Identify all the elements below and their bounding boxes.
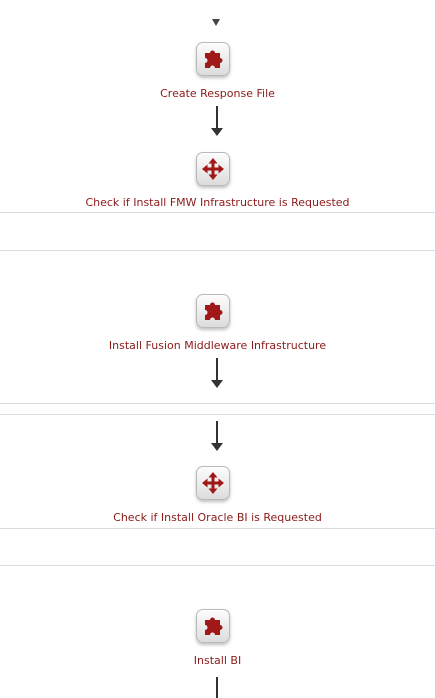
- puzzle-icon: [205, 50, 223, 68]
- flow-arrow-icon: [211, 421, 223, 451]
- flow-arrow-icon: [211, 358, 223, 388]
- section-divider: [0, 414, 435, 415]
- incoming-connector-icon: [212, 19, 220, 26]
- section-divider: [0, 250, 435, 251]
- flow-connector-line: [216, 677, 218, 698]
- check-fmw-infrastructure-node[interactable]: [196, 152, 230, 186]
- check-oracle-bi-node[interactable]: [196, 466, 230, 500]
- flow-arrow-icon: [211, 106, 223, 136]
- create-response-file-node[interactable]: [196, 42, 230, 76]
- section-divider: [0, 212, 435, 213]
- step-label-check-oracle-bi[interactable]: Check if Install Oracle BI is Requested: [113, 511, 322, 524]
- step-label-install-bi[interactable]: Install BI: [193, 654, 242, 667]
- decision-arrows-icon: [202, 158, 224, 180]
- install-bi-node[interactable]: [196, 609, 230, 643]
- step-label-check-fmw-infrastructure[interactable]: Check if Install FMW Infrastructure is R…: [85, 196, 350, 209]
- section-divider: [0, 403, 435, 404]
- install-fusion-middleware-node[interactable]: [196, 294, 230, 328]
- section-divider: [0, 528, 435, 529]
- decision-arrows-icon: [202, 472, 224, 494]
- puzzle-icon: [205, 617, 223, 635]
- step-label-create-response-file[interactable]: Create Response File: [160, 87, 275, 100]
- step-label-install-fusion-middleware[interactable]: Install Fusion Middleware Infrastructure: [108, 339, 327, 352]
- puzzle-icon: [205, 302, 223, 320]
- section-divider: [0, 565, 435, 566]
